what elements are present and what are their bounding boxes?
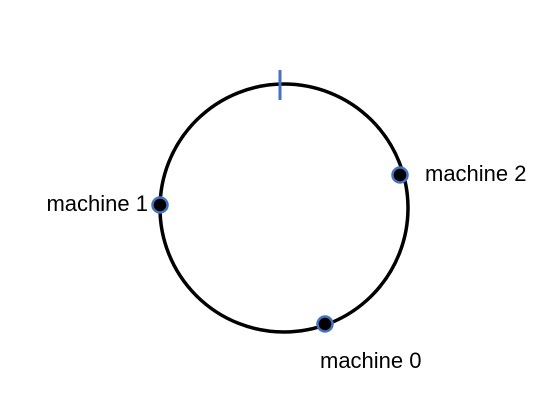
node-machine-0 xyxy=(316,315,334,333)
hash-ring xyxy=(158,82,410,334)
node-machine-1 xyxy=(151,196,169,214)
node-label-machine-2: machine 2 xyxy=(425,161,527,186)
node-label-machine-1: machine 1 xyxy=(46,191,148,216)
node-label-machine-0: machine 0 xyxy=(320,348,422,373)
node-machine-2 xyxy=(391,166,409,184)
